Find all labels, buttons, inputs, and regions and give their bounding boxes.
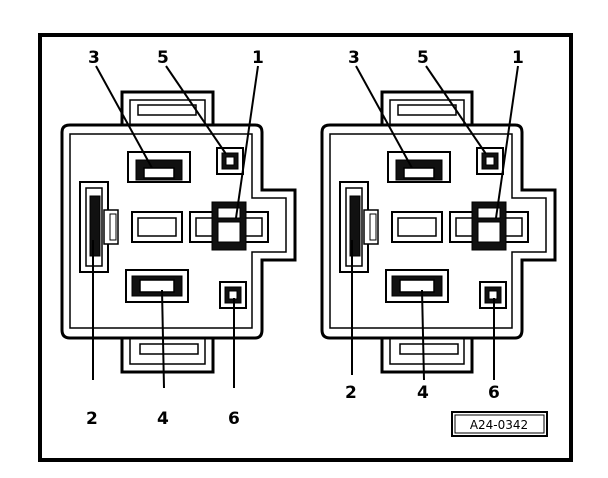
right-label-6: 6 — [488, 383, 500, 403]
right-label-1: 1 — [512, 48, 524, 68]
right-label-5: 5 — [417, 48, 429, 68]
left-label-4: 4 — [157, 409, 169, 429]
bottom-tab — [380, 335, 474, 374]
housing-body — [60, 123, 297, 340]
housing-inner-outline — [69, 133, 287, 329]
left-label-2: 2 — [86, 409, 98, 429]
top-tab — [120, 90, 215, 125]
center-window — [391, 211, 443, 243]
terminal-6 — [219, 281, 247, 309]
right-label-3: 3 — [348, 48, 360, 68]
terminal-3 — [387, 151, 451, 183]
right-connector — [320, 65, 557, 381]
terminal-5 — [476, 147, 504, 175]
housing-body — [320, 123, 557, 340]
left-label-1: 1 — [252, 48, 264, 68]
reference-code: A24-0342 — [470, 418, 528, 432]
left-label-3: 3 — [88, 48, 100, 68]
housing-inner-outline — [329, 133, 547, 329]
terminal-5 — [216, 147, 244, 175]
terminal-1 — [189, 201, 269, 251]
terminal-4 — [385, 269, 449, 303]
left-connector — [60, 65, 297, 389]
left-label-5: 5 — [157, 48, 169, 68]
terminal-4 — [125, 269, 189, 303]
terminal-2 — [339, 181, 379, 273]
bottom-tab — [120, 335, 215, 374]
leader-lines — [92, 65, 259, 389]
terminal-3 — [127, 151, 191, 183]
outer-frame — [38, 33, 573, 462]
right-label-4: 4 — [417, 383, 429, 403]
top-tab — [380, 90, 474, 125]
center-window — [131, 211, 183, 243]
terminal-1 — [449, 201, 529, 251]
reference-box: A24-0342 — [451, 411, 548, 437]
leader-lines — [351, 65, 519, 381]
left-label-6: 6 — [228, 409, 240, 429]
right-label-2: 2 — [345, 383, 357, 403]
